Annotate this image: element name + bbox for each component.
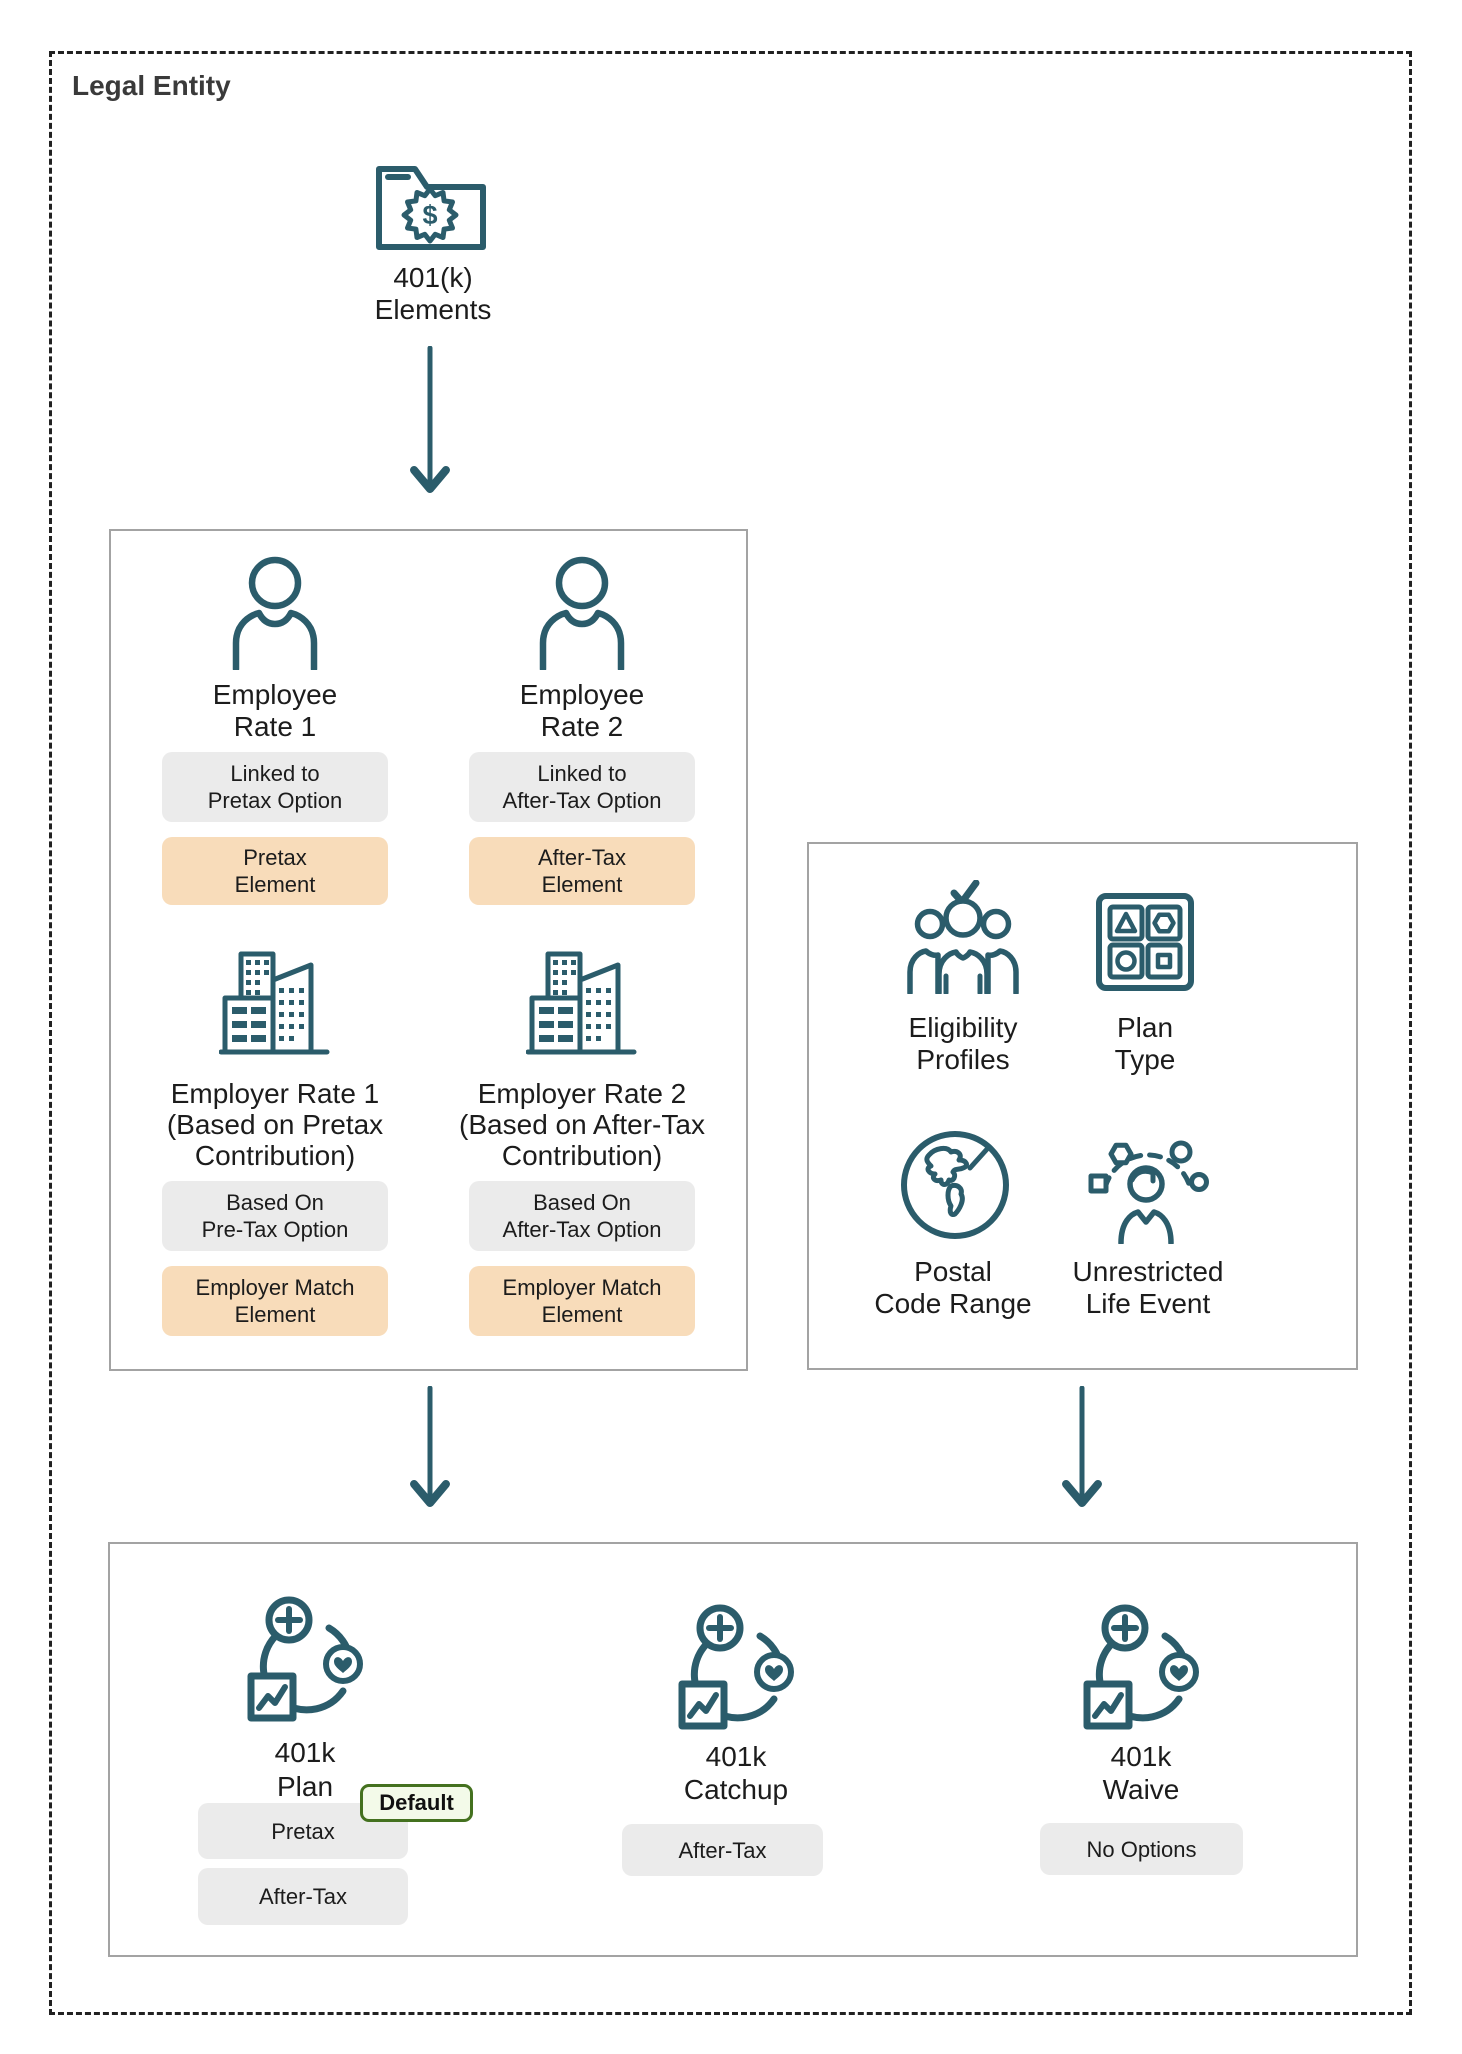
employer-match-element-chip: Employer Match Element	[162, 1266, 388, 1336]
waive-401k-label: 401k Waive	[1102, 1741, 1180, 1805]
eligibility-profiles-label: Eligibility Profiles	[908, 1012, 1018, 1075]
root-node-label: 401(k) Elements	[374, 262, 492, 325]
benefit-plan-cycle-icon	[678, 1604, 794, 1730]
eligibility-criteria-box	[807, 842, 1358, 1370]
employer-buildings-icon	[526, 951, 637, 1055]
employer-rate-2-based-chip: Based On After-Tax Option	[469, 1181, 695, 1251]
waive-option-no-options-chip: No Options	[1040, 1823, 1243, 1875]
postal-code-range-label: Postal Code Range	[874, 1256, 1032, 1319]
plan-401k-label: 401k Plan	[274, 1737, 336, 1802]
employee-rate-2-linked-chip: Linked to After-Tax Option	[469, 752, 695, 822]
catchup-401k-label: 401k Catchup	[683, 1741, 789, 1805]
page-title: Legal Entity	[72, 70, 231, 101]
arrow-down-icon	[410, 1386, 450, 1507]
employer-rate-1-based-chip: Based On Pre-Tax Option	[162, 1181, 388, 1251]
employer-rate-2-label: Employer Rate 2 (Based on After-Tax Cont…	[459, 1078, 705, 1171]
plan-option-after-tax-chip: After-Tax	[198, 1868, 408, 1925]
arrow-down-icon	[1062, 1386, 1102, 1507]
after-tax-element-chip: After-Tax Element	[469, 837, 695, 905]
folder-dollar-icon: $	[376, 166, 486, 250]
employee-rate-2-label: Employee Rate 2	[519, 679, 645, 742]
arrow-down-icon	[410, 346, 450, 493]
legal-entity-boundary	[49, 51, 1412, 2015]
postal-code-globe-icon	[901, 1131, 1009, 1239]
unrestricted-life-event-label: Unrestricted Life Event	[1072, 1256, 1224, 1319]
svg-text:$: $	[422, 200, 437, 230]
pretax-element-chip: Pretax Element	[162, 837, 388, 905]
employee-person-icon	[539, 556, 625, 670]
benefit-plan-cycle-icon	[1083, 1604, 1199, 1730]
employer-match-element-chip: Employer Match Element	[469, 1266, 695, 1336]
default-badge: Default	[360, 1784, 473, 1822]
employee-person-icon	[232, 556, 318, 670]
plan-type-icon	[1096, 893, 1194, 991]
employer-buildings-icon	[219, 951, 330, 1055]
benefit-plan-cycle-icon	[247, 1596, 363, 1722]
eligibility-profiles-icon	[907, 880, 1019, 994]
unrestricted-life-event-icon	[1088, 1140, 1209, 1244]
plan-type-label: Plan Type	[1114, 1012, 1176, 1075]
employee-rate-1-label: Employee Rate 1	[212, 679, 338, 742]
employee-rate-1-linked-chip: Linked to Pretax Option	[162, 752, 388, 822]
catchup-option-after-tax-chip: After-Tax	[622, 1824, 823, 1876]
employer-rate-1-label: Employer Rate 1 (Based on Pretax Contrib…	[166, 1078, 384, 1171]
